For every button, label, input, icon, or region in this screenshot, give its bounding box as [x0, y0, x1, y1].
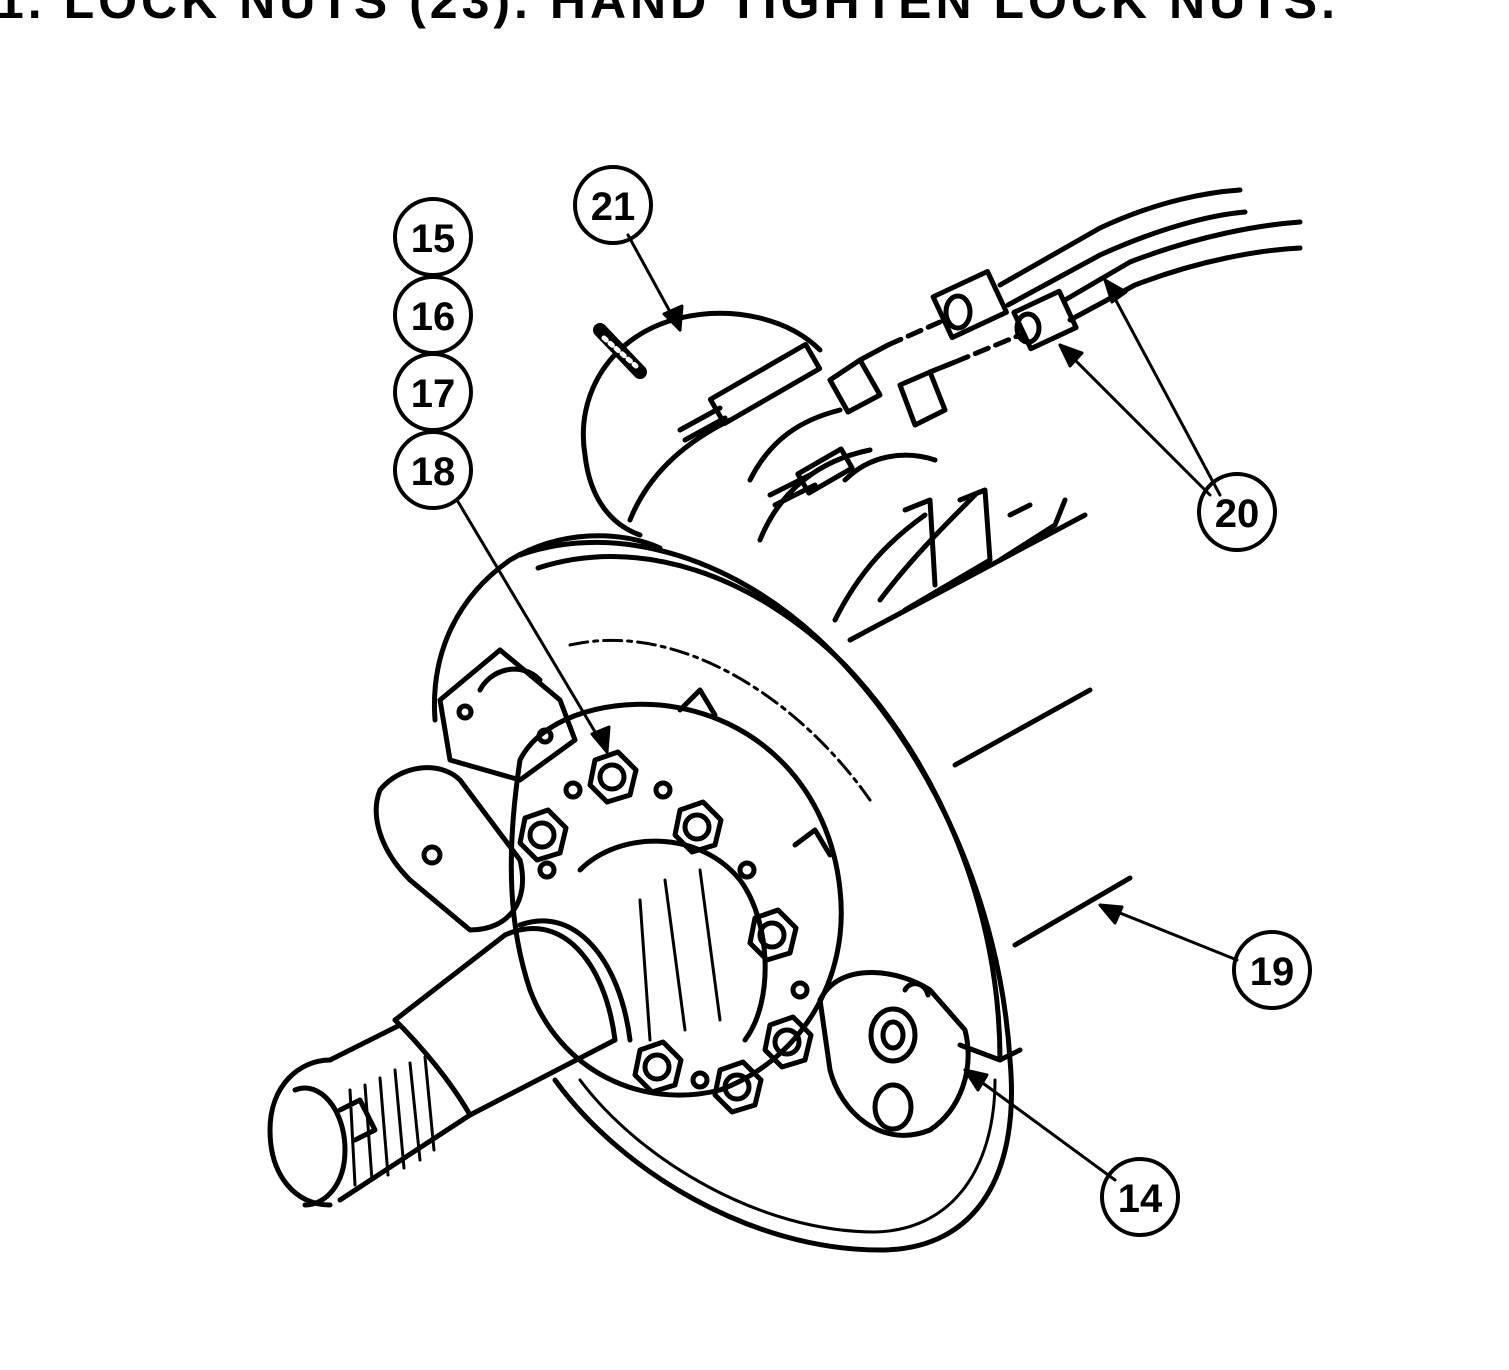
- air-fittings-and-hoses: [827, 187, 1303, 428]
- svg-text:18: 18: [411, 450, 456, 494]
- svg-text:16: 16: [411, 295, 456, 339]
- axle-spindle: [267, 838, 768, 1208]
- callout-20: 20: [1197, 472, 1277, 552]
- svg-text:14: 14: [1118, 1177, 1163, 1221]
- svg-text:19: 19: [1250, 950, 1295, 994]
- svg-text:21: 21: [591, 185, 636, 229]
- svg-text:20: 20: [1215, 492, 1260, 536]
- anchor-bracket: [817, 970, 971, 1138]
- callout-16: 16: [393, 275, 473, 355]
- backing-plate: [431, 533, 1023, 1253]
- callout-14: 14: [1100, 1157, 1180, 1237]
- callout-21: 21: [573, 165, 653, 245]
- header-instruction-text: 1. LOCK NUTS (23). HAND TIGHTEN LOCK NUT…: [0, 0, 1340, 29]
- svg-text:15: 15: [411, 217, 456, 261]
- flange-bolts: [517, 749, 814, 1115]
- callout-18: 18: [393, 430, 473, 510]
- axle-tube: [847, 512, 1133, 948]
- callout-15: 15: [393, 197, 473, 277]
- brake-chamber: [580, 310, 1068, 623]
- spider-flange: [373, 647, 844, 1115]
- leader-lines: [455, 233, 1239, 1182]
- callout-19: 19: [1232, 930, 1312, 1010]
- svg-text:17: 17: [411, 372, 456, 416]
- callout-17: 17: [393, 352, 473, 432]
